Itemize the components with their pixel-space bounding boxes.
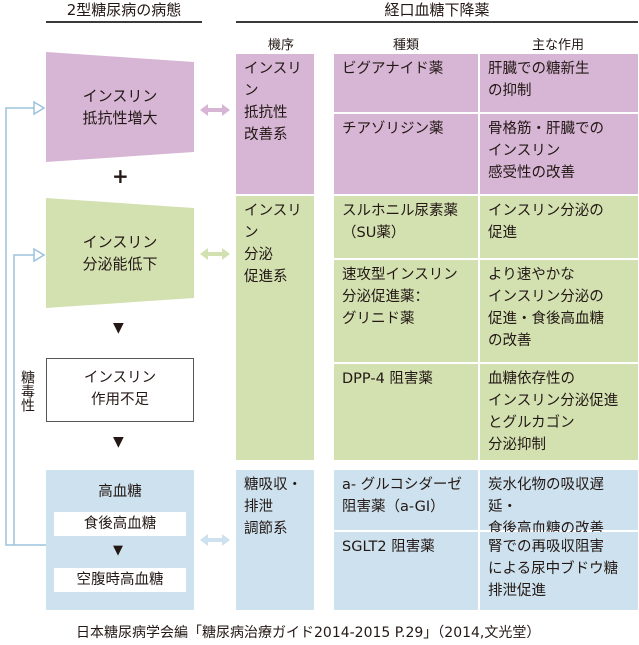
- drugs-header: 経口血糖下降薬: [384, 1, 490, 19]
- drug-name-agi: a- グルコシダーゼ阻害薬（a-GI）: [334, 470, 478, 530]
- drug-action-glinide: より速やかなインスリン分泌の促進・食後高血糖の改善: [480, 260, 638, 362]
- postprandial-hyperglycemia-box: 食後高血糖: [54, 512, 186, 536]
- resistance-shape: [46, 52, 194, 162]
- drug-name-dpp4: DPP-4 阻害薬: [334, 364, 478, 460]
- feedback-line-resistance: [5, 107, 46, 546]
- double-arrow-icon-resistance: [200, 104, 230, 116]
- drug-action-agi: 炭水化物の吸収遅延・食後高血糖の改善: [480, 470, 638, 537]
- down-arrow-icon-1: ▼: [113, 320, 124, 336]
- drug-action-dpp4: 血糖依存性のインスリン分泌促進とグルカゴン分泌抑制: [480, 364, 638, 460]
- hyperglycemia-title: 高血糖: [98, 484, 142, 500]
- source-credit: 日本糖尿病学会編「糖尿病治療ガイド2014-2015 P.29」（2014,文光…: [76, 625, 541, 641]
- type-column-header: 種類: [392, 38, 419, 53]
- drug-action-sulfonylurea: インスリン分泌の促進: [480, 196, 638, 258]
- fasting-hyperglycemia-box: 空腹時高血糖: [54, 568, 186, 592]
- feedback-line-secretion: [13, 254, 34, 545]
- mechanism-column-header: 機序: [267, 38, 294, 53]
- insulin-insufficiency-box: インスリン 作用不足: [46, 358, 194, 422]
- drug-action-thiazolidine: 骨格筋・肝臓でのインスリン感受性の改善: [480, 114, 638, 194]
- mechanism-cell-resistance: インスリン抵抗性改善系: [236, 54, 314, 194]
- glucotoxicity-label: 糖毒性: [19, 370, 35, 412]
- insulin-resistance-label: インスリン 抵抗性増大: [82, 87, 158, 127]
- pathology-header-underline: [46, 21, 202, 23]
- double-arrow-icon-absorption: [200, 534, 230, 546]
- drug-name-sglt2: SGLT2 阻害薬: [334, 532, 478, 610]
- down-arrow-icon-2: ▼: [113, 434, 124, 450]
- drug-name-glinide: 速攻型インスリン分泌促進薬：グリニド薬: [334, 260, 478, 362]
- feedback-arrowhead-resistance: [33, 100, 46, 116]
- drug-name-sulfonylurea: スルホニル尿素薬（SU薬）: [334, 196, 478, 258]
- mechanism-cell-secretion: インスリン分泌促進系: [236, 196, 314, 460]
- secretion-decline-label: インスリン 分泌能低下: [82, 233, 158, 273]
- drugs-header-underline: [236, 21, 638, 23]
- mechanism-cell-absorption: 糖吸収・排泄調節系: [236, 470, 314, 610]
- double-arrow-icon-secretion: [200, 248, 230, 260]
- drug-name-thiazolidine: チアゾリジン薬: [334, 114, 478, 194]
- drug-name-biguanide: ビグアナイド薬: [334, 54, 478, 112]
- plus-sign: +: [112, 164, 129, 188]
- pathology-header: 2型糖尿病の病態: [66, 1, 182, 19]
- down-arrow-icon-3: ▼: [113, 543, 123, 558]
- action-column-header: 主な作用: [531, 38, 584, 53]
- feedback-arrowhead-secretion: [33, 247, 46, 263]
- drug-action-biguanide: 肝臓での糖新生の抑制: [480, 54, 638, 112]
- secretion-shape: [46, 198, 194, 308]
- drug-action-sglt2: 腎での再吸収阻害による尿中ブドウ糖排泄促進: [480, 532, 638, 610]
